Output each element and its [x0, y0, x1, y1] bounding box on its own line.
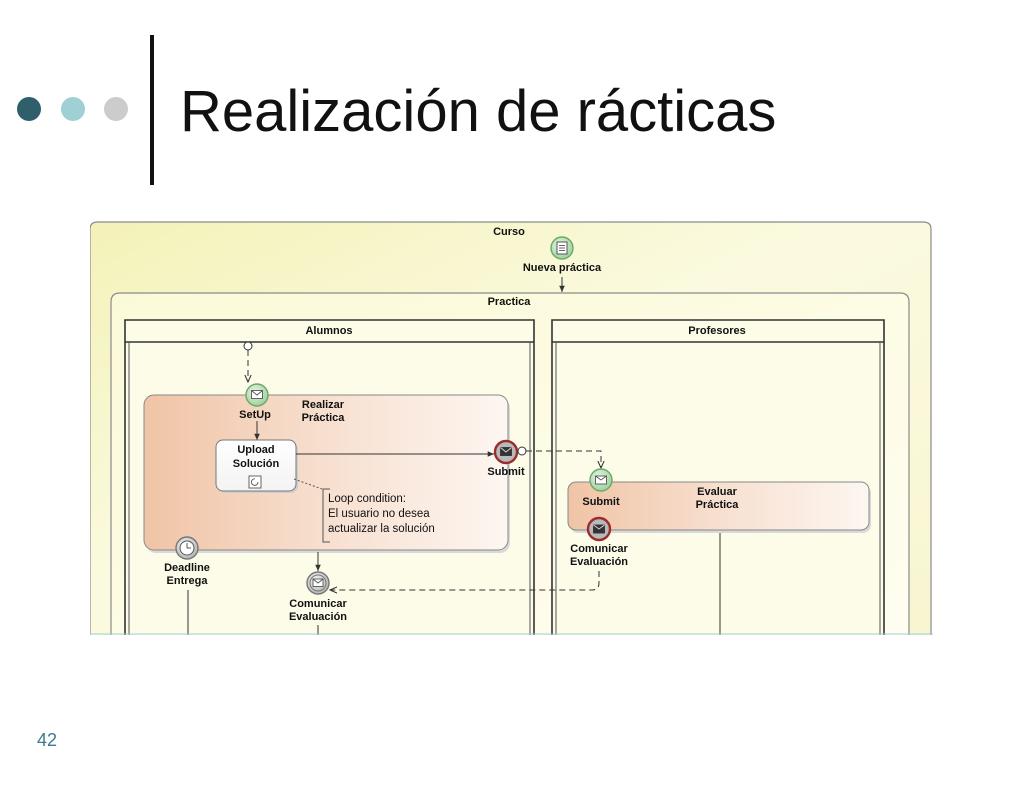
bpmn-diagram: Curso Nueva práctica Practica Alumnos Pr…: [90, 221, 933, 635]
annotation-connector: [293, 478, 323, 490]
submit-start-event[interactable]: [589, 468, 613, 492]
submit-start-label: Submit: [582, 496, 620, 508]
submit-end-event[interactable]: [493, 439, 519, 465]
message-flow-submit-source: [517, 446, 527, 456]
message-flow-evaluacion: [330, 571, 600, 590]
lane-profesores: Profesores: [551, 319, 885, 635]
nueva-practica-label: Nueva práctica: [523, 262, 602, 274]
title-divider: [150, 35, 154, 185]
subprocess-label: Practica: [488, 296, 532, 308]
lane-label-alumnos: Alumnos: [305, 325, 352, 337]
setup-event[interactable]: [245, 383, 269, 407]
lane-label-profesores: Profesores: [688, 325, 745, 337]
task-realizar-practica[interactable]: [143, 394, 510, 553]
bullet-dot-3: [104, 97, 128, 121]
loop-marker-icon: [248, 475, 262, 489]
comunicar-evaluacion-alumnos-event[interactable]: [306, 571, 330, 595]
submit-end-label: Submit: [487, 466, 525, 478]
message-flow-submit: [526, 450, 601, 468]
bullet-dot-2: [61, 97, 85, 121]
start-event-nueva-practica[interactable]: [550, 236, 574, 260]
message-flow-source: [243, 341, 253, 351]
pool-label: Curso: [493, 226, 525, 238]
page-number: 42: [37, 730, 58, 750]
bullet-dot-1: [17, 97, 41, 121]
annotation-bracket: [322, 488, 330, 543]
slide-title: Realización de rácticas: [180, 79, 777, 144]
deadline-timer-event[interactable]: [175, 536, 199, 560]
comunicar-evaluacion-profesores-event[interactable]: [586, 516, 612, 542]
setup-label: SetUp: [239, 409, 271, 421]
